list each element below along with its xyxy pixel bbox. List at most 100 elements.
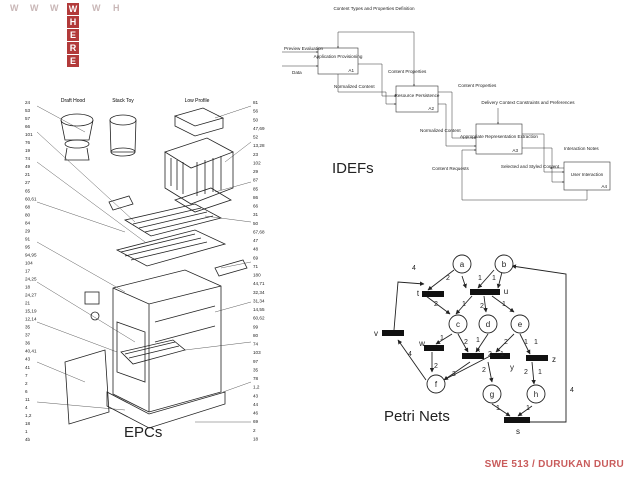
epc-left-callout: 12,14: [25, 317, 37, 322]
epc-right-callout: 31,34: [253, 298, 265, 303]
epc-left-callout: 7: [25, 373, 28, 378]
epc-left-callout: 1,2: [25, 413, 32, 418]
epc-right-callout: 180: [253, 273, 261, 278]
idef-diagram: Application Provisioning A1 Resource Per…: [282, 6, 611, 201]
epc-left-callout: 57: [25, 116, 31, 121]
epc-right-callout: 29: [253, 169, 259, 174]
epc-left-callout: 37: [25, 333, 31, 338]
place-h-label: h: [534, 390, 538, 399]
arc-weight: 2: [464, 339, 468, 346]
epc-left-callout: 94,95: [25, 252, 37, 257]
transition-z-label: z: [552, 355, 556, 364]
idef-box-a4-id: A4: [601, 184, 607, 189]
epc-right-callout: 67,68: [253, 229, 265, 234]
idef-arrow-3: Content Properties: [388, 69, 427, 74]
place-g-label: g: [490, 390, 494, 399]
epc-left-callout: 27: [25, 180, 31, 185]
where-letter-e2: E: [67, 55, 79, 67]
transition-z: [526, 355, 548, 361]
idef-box-a2: [395, 85, 439, 113]
epc-left-callout: 2: [25, 381, 28, 386]
header-letter-h: H: [113, 3, 120, 13]
epc-right-callout: 46: [253, 411, 259, 416]
arc-weight: 4: [408, 351, 412, 358]
idef-arrow-4: Normalized Content: [334, 84, 375, 89]
epc-right-callout: 13,28: [253, 143, 265, 148]
epc-right-callout: 35: [253, 367, 259, 372]
epc-right-callout: 48: [253, 247, 259, 252]
header-letter-w5: W: [92, 3, 101, 13]
arc-weight: 1: [478, 275, 482, 282]
idef-arrow-9: Content Requests: [432, 166, 469, 171]
epc-right-callout: 66: [253, 204, 259, 209]
epc-right-callout: 69: [253, 255, 259, 260]
arc-weight: 1: [538, 369, 542, 376]
idef-arrow-1: Preview Evaluation: [284, 46, 324, 51]
petri-nets-label: Petri Nets: [384, 408, 450, 425]
idef-box-a2-name: Resource Persistence: [395, 93, 440, 98]
epc-right-callout: 78: [253, 376, 259, 381]
epc-right-callout: 50: [253, 221, 259, 226]
arc-weight: 1: [526, 405, 530, 412]
epc-right-callout: 1,2: [253, 385, 260, 390]
arc-weight: 1: [476, 337, 480, 344]
epc-right-callout: 47,69: [253, 126, 265, 131]
epc-left-callout: 74: [25, 156, 31, 161]
idef-arrow-2: Data: [292, 70, 302, 75]
epc-left-callout: 24,25: [25, 277, 37, 282]
transition-x-label: x: [476, 345, 480, 354]
epc-right-callout: 97: [253, 359, 259, 364]
epc-right-callout: 71: [253, 264, 259, 269]
idef-box-a1: [317, 47, 359, 75]
epc-left-callout: 18: [25, 421, 31, 426]
epc-left-callout: 18: [25, 285, 31, 290]
epc-title-draft-hood: Draft Hood: [61, 98, 85, 104]
epc-right-callout: 44: [253, 402, 259, 407]
idef-arrow-7: Normalized Content: [420, 128, 461, 133]
arc-weight: 2: [504, 339, 508, 346]
arc-weight: 4: [570, 387, 574, 394]
epc-right-callout: 23: [253, 152, 259, 157]
epc-right-callout: 43: [253, 393, 259, 398]
arc-weight: 2: [524, 369, 528, 376]
epc-right-callout: 44,71: [253, 281, 265, 286]
place-e: [510, 314, 530, 334]
arc-weight: 1: [534, 339, 538, 346]
place-a: [452, 254, 472, 274]
where-letter-r: R: [67, 42, 79, 54]
epc-left-callout: 21: [25, 301, 31, 306]
place-f-label: f: [435, 380, 438, 389]
idefs-label: IDEFs: [332, 160, 374, 177]
arc-weight: 2: [482, 367, 486, 374]
epc-left-callout: 21: [25, 172, 31, 177]
epc-right-callout: 81: [253, 100, 259, 105]
epc-left-callout: 95: [25, 244, 31, 249]
idef-arrow-6: Delivery Context Constraints and Prefere…: [481, 100, 575, 105]
arc-weight: 2: [434, 363, 438, 370]
epc-left-callout: 80: [25, 212, 31, 217]
epc-left-callout: 43: [25, 357, 31, 362]
transition-y-label: y: [510, 363, 514, 372]
epcs-label: EPCs: [124, 424, 163, 441]
header-letter-w3: W: [50, 3, 59, 13]
epc-right-callout: 80: [253, 333, 259, 338]
transition-w: [424, 345, 444, 351]
idef-arrow-0: Content Types and Properties Definition: [333, 6, 415, 11]
transition-t-label: t: [417, 289, 420, 298]
where-letter-e1: E: [67, 29, 79, 41]
epc-right-callout: 50: [253, 117, 259, 122]
idef-box-a3-id: A3: [512, 148, 518, 153]
transition-y: [490, 353, 510, 359]
where-letter-w: W: [67, 3, 79, 15]
place-d-label: d: [486, 320, 490, 329]
place-f: [426, 374, 446, 394]
idef-box-a1-id: A1: [348, 68, 354, 73]
place-e-label: e: [518, 320, 523, 329]
idef-arrow-8: Interaction Notes: [564, 146, 599, 151]
epc-right-callout: 60,62: [253, 316, 265, 321]
arc-weight: 1: [440, 335, 444, 342]
idef-box-a1-name: Application Provisioning: [314, 54, 363, 59]
arc-weight: 4: [412, 265, 416, 272]
epc-left-callout: 24: [25, 100, 31, 105]
transition-u-label: u: [504, 287, 508, 296]
